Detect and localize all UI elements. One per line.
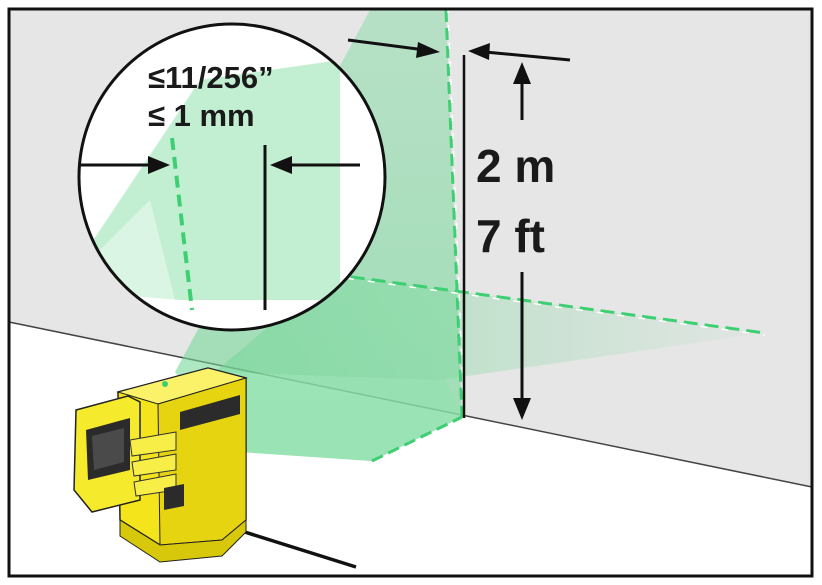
offset-arrow-right	[468, 43, 571, 62]
vertical-laser-line-highlight	[447, 9, 465, 418]
tolerance-inch-label: ≤11/256”	[148, 60, 274, 95]
tolerance-mm-label: ≤ 1 mm	[148, 98, 255, 133]
magnifier-inset: ≤11/256” ≤ 1 mm	[77, 22, 387, 332]
distance-imperial-label: 7 ft	[476, 210, 545, 262]
height-arrow-down	[513, 272, 531, 420]
offset-arrow-left	[347, 38, 440, 58]
device-tripod-leg	[231, 526, 357, 569]
magnified-laser-line	[170, 137, 194, 311]
vertical-laser-line	[444, 9, 464, 418]
vertical-laser-fan-floor	[215, 372, 462, 461]
magnified-arrow-left	[80, 156, 170, 174]
diagram-frame	[7, 7, 814, 578]
horizontal-laser-line	[329, 272, 766, 335]
floor-laser-line	[371, 415, 463, 463]
height-arrow-up	[513, 62, 531, 120]
laser-level-device	[73, 367, 357, 569]
distance-metric-label: 2 m	[476, 140, 555, 192]
magnified-arrow-right	[270, 156, 360, 174]
